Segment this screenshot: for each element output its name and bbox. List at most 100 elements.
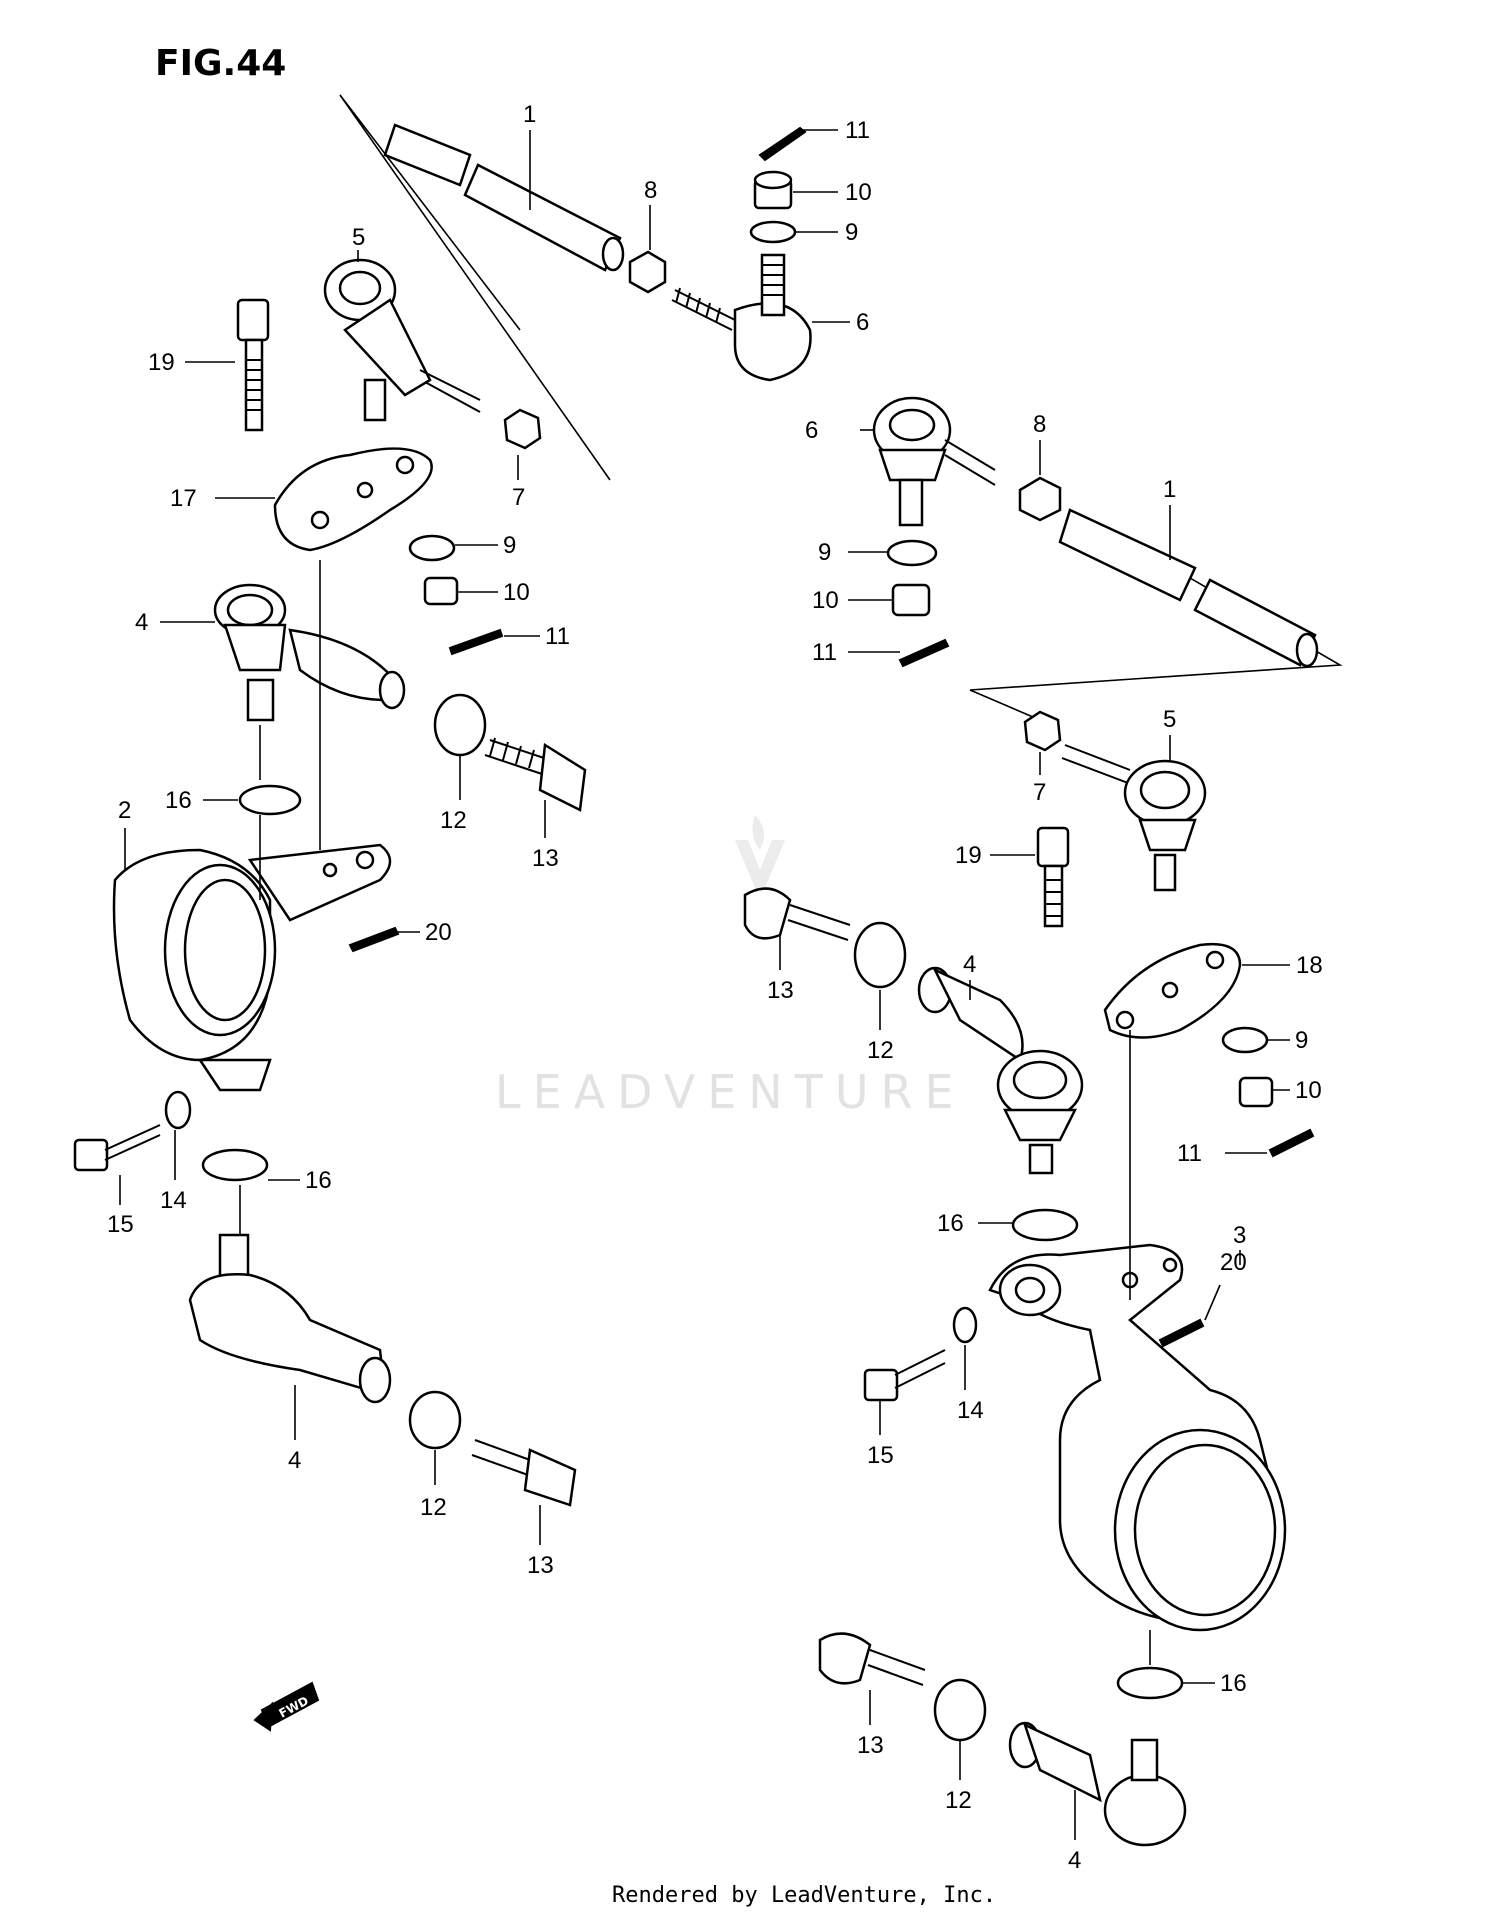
nut-7-right <box>1023 710 1062 752</box>
callout-10: 10 <box>1295 1077 1322 1104</box>
callout-11: 11 <box>845 117 870 144</box>
callout-9: 9 <box>845 219 858 246</box>
callout-12: 12 <box>440 807 467 834</box>
callout-12: 12 <box>945 1787 972 1814</box>
washer-9-upper <box>749 220 797 244</box>
spacer-12-lower-right <box>933 1678 987 1742</box>
callout-8: 8 <box>644 177 657 204</box>
bolt-15-right <box>863 1349 946 1402</box>
tie-rod-end-6-left <box>671 253 812 382</box>
washer-16-mid-right <box>1011 1208 1079 1242</box>
knuckle-2-left <box>112 843 392 1092</box>
tie-rod-end-6-right <box>872 396 996 527</box>
callout-1: 1 <box>523 101 536 128</box>
bolt-15-left <box>73 1124 161 1172</box>
callout-9: 9 <box>1295 1027 1308 1054</box>
callout-9: 9 <box>818 539 831 566</box>
cotter-pin-20-left <box>348 926 400 953</box>
cotter-pin-20-right <box>1158 1318 1205 1348</box>
washer-16-lower-right <box>1116 1666 1184 1700</box>
washer-9-right <box>1221 1026 1269 1054</box>
callout-4: 4 <box>135 609 148 636</box>
callout-3: 3 <box>1233 1222 1246 1249</box>
callout-8: 8 <box>1033 411 1046 438</box>
lock-nut-8-right <box>1018 476 1062 522</box>
tie-rod-left-group <box>236 94 812 656</box>
callout-16: 16 <box>305 1167 332 1194</box>
knuckle-3-right <box>988 1243 1287 1632</box>
watermark-text: LEADVENTURE <box>495 1065 966 1119</box>
bolt-13-mid <box>743 887 851 941</box>
callout-16: 16 <box>165 787 192 814</box>
callout-10: 10 <box>812 587 839 614</box>
callout-10: 10 <box>503 579 530 606</box>
callout-7: 7 <box>512 484 525 511</box>
washer-9-left <box>408 534 456 562</box>
callout-10: 10 <box>845 179 872 206</box>
bolt-13-lower-right <box>818 1632 926 1686</box>
callout-12: 12 <box>420 1494 447 1521</box>
bolt-19-right <box>1036 826 1070 928</box>
castle-nut-10-upper <box>753 170 793 210</box>
plate-18 <box>1103 942 1242 1039</box>
nut-7-left <box>503 408 542 450</box>
callout-13: 13 <box>532 845 559 872</box>
callout-15: 15 <box>867 1442 894 1469</box>
cotter-pin-11-right-upper <box>898 638 950 668</box>
cotter-pin-11-right <box>1268 1128 1315 1158</box>
tie-rod-end-5-left <box>323 258 481 422</box>
callout-13: 13 <box>527 1552 554 1579</box>
callout-7: 7 <box>1033 779 1046 806</box>
lock-washer-14-right <box>952 1306 978 1344</box>
tie-rod-end-4-lower-right <box>1008 1721 1187 1847</box>
castle-nut-10-right <box>1238 1076 1274 1108</box>
callout-5: 5 <box>352 224 365 251</box>
tie-rod-tube-left <box>383 123 625 272</box>
callout-16: 16 <box>1220 1670 1247 1697</box>
callout-20: 20 <box>425 919 452 946</box>
callout-1: 1 <box>1163 476 1176 503</box>
washer-9-right-upper <box>886 539 938 567</box>
washer-16-upper-left <box>238 784 302 816</box>
callout-14: 14 <box>160 1187 187 1214</box>
bolt-13-upper-left <box>484 737 587 812</box>
cotter-pin-11-upper <box>758 126 807 162</box>
lock-nut-8-left <box>628 250 667 294</box>
callout-5: 5 <box>1163 706 1176 733</box>
tie-rod-end-5-right <box>1061 744 1207 892</box>
tie-rod-end-4-upper-left <box>213 583 406 722</box>
bolt-19-left <box>236 298 270 432</box>
castle-nut-10-left <box>423 576 459 606</box>
callout-14: 14 <box>957 1397 984 1424</box>
lock-washer-14-left <box>164 1090 192 1130</box>
callout-13: 13 <box>767 977 794 1004</box>
callout-18: 18 <box>1296 952 1323 979</box>
tie-rod-right-group <box>872 396 1343 1158</box>
callout-6: 6 <box>856 309 869 336</box>
castle-nut-10-right-upper <box>891 583 931 617</box>
callout-11: 11 <box>1177 1140 1202 1167</box>
callout-2: 2 <box>118 797 131 824</box>
callout-4: 4 <box>288 1447 301 1474</box>
spacer-12-lower-left <box>408 1390 462 1450</box>
spacer-12-upper-left <box>433 693 487 757</box>
callout-4: 4 <box>963 951 976 978</box>
tie-rod-end-4-lower-left <box>188 1233 392 1404</box>
callout-9: 9 <box>503 532 516 559</box>
callout-11: 11 <box>812 639 837 666</box>
forward-direction-badge: FWD <box>253 1681 320 1732</box>
spacer-12-mid <box>853 921 907 989</box>
leader-lines <box>119 129 1290 1840</box>
tie-rod-end-4-mid <box>917 966 1084 1175</box>
callout-13: 13 <box>857 1732 884 1759</box>
callout-16: 16 <box>937 1210 964 1237</box>
cotter-pin-11-left <box>448 628 504 656</box>
plate-17 <box>273 447 433 552</box>
figure-title: FIG.44 <box>155 43 286 84</box>
callout-15: 15 <box>107 1211 134 1238</box>
callout-17: 17 <box>170 485 197 512</box>
callout-20: 20 <box>1220 1249 1247 1276</box>
bolt-13-lower-left <box>471 1439 577 1507</box>
